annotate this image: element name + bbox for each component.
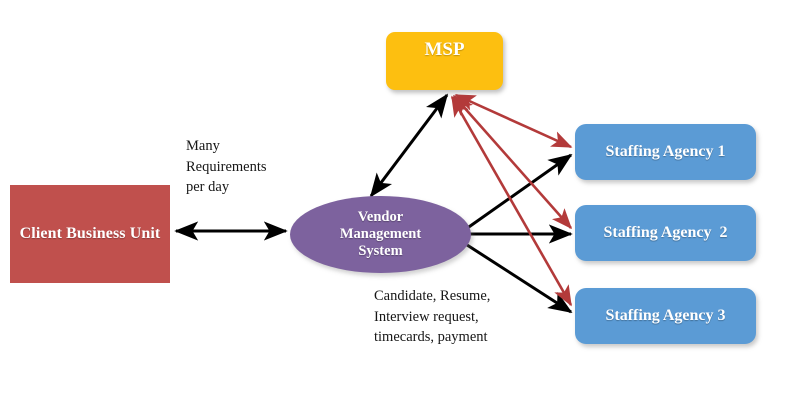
- annotation-many-requirements: Many Requirements per day: [186, 138, 267, 196]
- node-staffing-agency-3-label: Staffing Agency 3: [605, 307, 726, 324]
- vms-label-line-2: Management: [339, 225, 422, 242]
- node-staffing-agency-1[interactable]: Staffing Agency 1: [575, 124, 756, 180]
- connector-vms-msp: [369, 93, 449, 198]
- node-staffing-agency-3[interactable]: Staffing Agency 3: [575, 288, 756, 344]
- vms-label-line-1: Vendor: [357, 208, 404, 225]
- node-staffing-agency-1-label: Staffing Agency 1: [605, 143, 726, 160]
- node-staffing-agency-2[interactable]: Staffing Agency 2: [575, 205, 756, 261]
- connector-msp-agency-3: [450, 95, 573, 307]
- connector-msp-agency-1: [454, 93, 573, 149]
- node-msp[interactable]: MSP: [386, 32, 503, 90]
- connector-msp-agency-2: [452, 94, 573, 230]
- node-staffing-agency-2-label: Staffing Agency 2: [603, 224, 728, 241]
- node-vendor-management-system-label: Vendor Management System: [340, 209, 421, 260]
- node-client-business-unit[interactable]: Client Business Unit: [10, 185, 170, 283]
- annotation-candidate-resume: Candidate, Resume, Interview request, ti…: [374, 288, 491, 346]
- node-client-business-unit-label: Client Business Unit: [19, 225, 161, 242]
- connector-vms-agency-1: [465, 153, 573, 231]
- node-msp-label: MSP: [424, 39, 465, 60]
- node-vendor-management-system[interactable]: Vendor Management System: [290, 196, 471, 273]
- vms-label-line-3: System: [358, 243, 403, 260]
